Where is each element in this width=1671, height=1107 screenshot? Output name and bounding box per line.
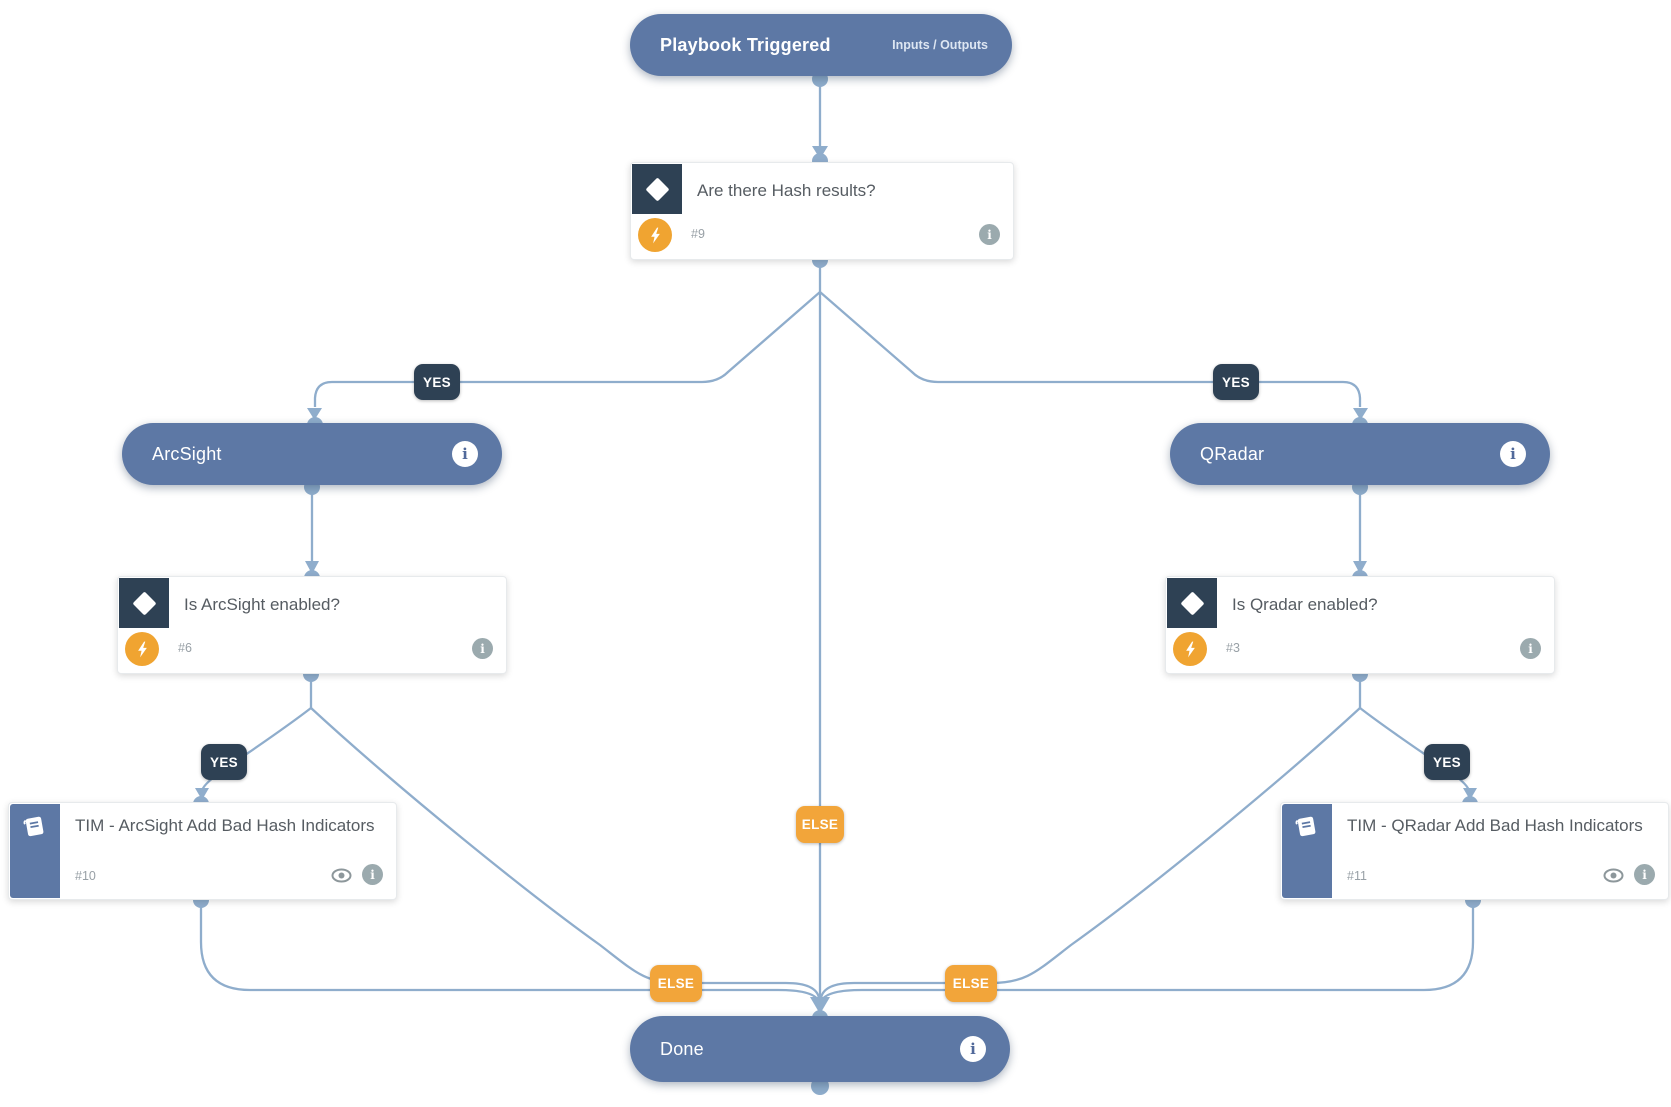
condition-icon: [119, 578, 169, 628]
book-icon: [18, 811, 50, 847]
diamond-icon: [644, 176, 670, 202]
book-icon: [1290, 811, 1322, 847]
node-is-arcsight-enabled[interactable]: Is ArcSight enabled? #6 i: [117, 576, 507, 674]
node-tim-arcsight-add-bad-hash-indicators[interactable]: TIM - ArcSight Add Bad Hash Indicators #…: [8, 802, 397, 900]
info-icon[interactable]: i: [1500, 441, 1526, 467]
arrowhead: [810, 997, 830, 1014]
edge-label-else-center[interactable]: ELSE: [796, 806, 844, 843]
node-title: Are there Hash results?: [697, 181, 876, 200]
lightning-icon: [1185, 641, 1195, 657]
inputs-outputs-link[interactable]: Inputs / Outputs: [892, 38, 988, 52]
edge-hash-yes-arcsight: [313, 291, 821, 407]
arrowhead: [307, 408, 322, 420]
eye-icon[interactable]: [1603, 868, 1624, 888]
edge-label-yes-qradar[interactable]: YES: [1213, 364, 1259, 400]
edge-label-yes-tim-arcsight[interactable]: YES: [201, 744, 247, 780]
arrowhead: [1353, 561, 1367, 574]
info-icon[interactable]: i: [452, 441, 478, 467]
info-icon[interactable]: i: [472, 638, 493, 659]
edge-condR-else: [819, 707, 1361, 999]
task-id: #9: [691, 227, 705, 241]
edge-hash-yes-qradar: [819, 291, 1362, 407]
edge-label-yes-arcsight[interactable]: YES: [414, 364, 460, 400]
automation-icon: [1173, 632, 1207, 666]
task-id: #10: [75, 869, 96, 883]
node-are-there-hash-results[interactable]: Are there Hash results? #9 i: [630, 162, 1014, 260]
task-id: #6: [178, 641, 192, 655]
node-title: TIM - QRadar Add Bad Hash Indicators: [1347, 816, 1643, 835]
edge-timL-to-done: [199, 898, 819, 1001]
node-title: TIM - ArcSight Add Bad Hash Indicators: [75, 816, 375, 835]
lightning-icon: [137, 641, 147, 657]
arrowhead: [1353, 408, 1368, 420]
automation-icon: [125, 632, 159, 666]
node-playbook-triggered[interactable]: Playbook Triggered Inputs / Outputs: [630, 14, 1012, 76]
eye-icon[interactable]: [331, 868, 352, 888]
info-icon[interactable]: i: [979, 224, 1000, 245]
info-icon[interactable]: i: [960, 1036, 986, 1062]
info-icon[interactable]: i: [1634, 864, 1655, 885]
node-is-qradar-enabled[interactable]: Is Qradar enabled? #3 i: [1165, 576, 1555, 674]
info-icon[interactable]: i: [1520, 638, 1541, 659]
node-title: QRadar: [1200, 443, 1265, 464]
subplaybook-bar: [1282, 804, 1332, 898]
edge-timR-to-done: [821, 898, 1475, 1001]
node-title: Is Qradar enabled?: [1232, 595, 1378, 614]
arrowhead: [195, 788, 209, 800]
condition-icon: [632, 164, 682, 214]
arrowhead: [1463, 788, 1477, 800]
task-id: #3: [1226, 641, 1240, 655]
node-title: Is ArcSight enabled?: [184, 595, 340, 614]
condition-icon: [1167, 578, 1217, 628]
node-qradar-section[interactable]: QRadar i: [1170, 423, 1550, 485]
edge-label-else-right[interactable]: ELSE: [945, 965, 997, 1002]
diamond-icon: [1179, 590, 1205, 616]
edge-label-yes-tim-qradar[interactable]: YES: [1424, 744, 1470, 780]
node-arcsight-section[interactable]: ArcSight i: [122, 423, 502, 485]
edge-label-else-left[interactable]: ELSE: [650, 965, 702, 1002]
node-done[interactable]: Done i: [630, 1016, 1010, 1082]
node-title: Playbook Triggered: [660, 34, 831, 55]
arrowhead: [305, 561, 319, 574]
info-icon[interactable]: i: [362, 864, 383, 885]
node-tim-qradar-add-bad-hash-indicators[interactable]: TIM - QRadar Add Bad Hash Indicators #11…: [1280, 802, 1669, 900]
task-id: #11: [1347, 869, 1367, 883]
lightning-icon: [650, 227, 660, 243]
diamond-icon: [131, 590, 157, 616]
arrowhead: [812, 146, 828, 159]
automation-icon: [638, 218, 672, 252]
node-title: Done: [660, 1038, 704, 1059]
node-title: ArcSight: [152, 443, 222, 464]
subplaybook-bar: [10, 804, 60, 898]
edge-condL-else: [310, 707, 821, 999]
